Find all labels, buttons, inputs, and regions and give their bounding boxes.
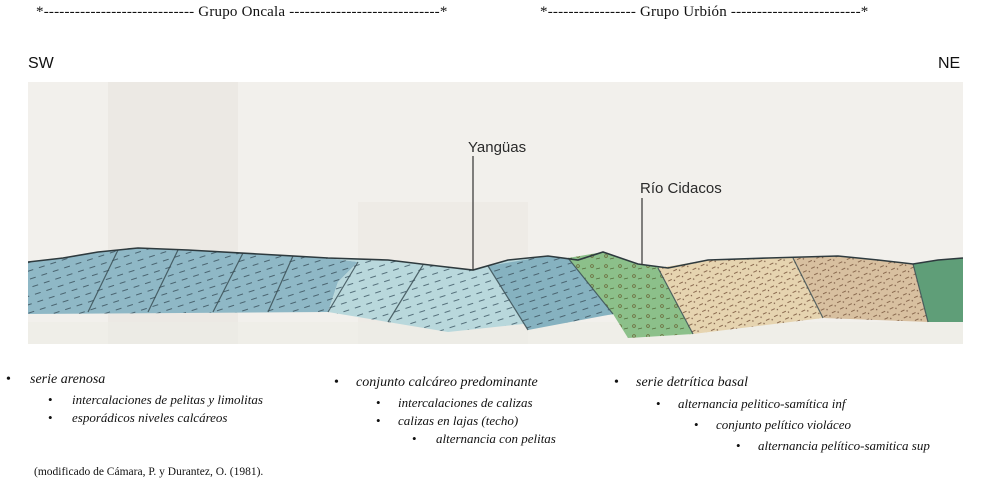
unit-conjunto-violaceo-texture	[793, 256, 928, 322]
orientation-ne: NE	[938, 55, 961, 72]
bullet: •	[6, 372, 11, 387]
legend-alternancia-pelitas: •alternancia con pelitas	[412, 431, 556, 446]
legend-serie-detritica: •serie detrítica basal	[614, 375, 748, 390]
bullet: •	[412, 431, 417, 446]
header-grupo-oncala: *----------------------------- Grupo Onc…	[36, 4, 448, 20]
label-rio-cidacos: Río Cidacos	[640, 180, 722, 197]
label-yanguas: Yangüas	[468, 139, 526, 156]
geological-cross-section: Yangüas Río Cidacos	[28, 82, 963, 344]
legend-conjunto-violaceo: •conjunto pelítico violáceo	[694, 417, 852, 432]
bullet: •	[334, 375, 339, 390]
legend-serie-arenosa: •serie arenosa	[6, 372, 106, 387]
bullet: •	[614, 375, 619, 390]
topographic-profile	[28, 247, 963, 271]
legend-alternancia-sup: •alternancia pelítico-samitica sup	[736, 438, 930, 453]
unit-alternancia-inf-texture	[658, 258, 823, 334]
header-grupo-urbion: *----------------- Grupo Urbión --------…	[540, 4, 869, 20]
bullet: •	[736, 438, 741, 453]
bullet: •	[656, 396, 661, 411]
bullet: •	[376, 395, 381, 410]
contact-lines	[87, 249, 929, 335]
legend-intercalaciones-calizas: •intercalaciones de calizas	[376, 395, 533, 410]
legend-esporadicos-calcareos: •esporádicos niveles calcáreos	[48, 410, 228, 425]
bullet: •	[48, 392, 53, 407]
legend-calizas-lajas: •calizas en lajas (techo)	[376, 413, 519, 428]
unit-serie-arenosa-texture	[28, 248, 358, 314]
bullet: •	[48, 410, 53, 425]
bullet: •	[376, 413, 381, 428]
orientation-sw: SW	[28, 55, 54, 72]
bullet: •	[694, 417, 699, 432]
legend-conjunto-calcareo: •conjunto calcáreo predominante	[334, 375, 538, 390]
legend-alternancia-inf: •alternancia pelitico-samítica inf	[656, 396, 846, 411]
unit-alternancia-sup	[913, 258, 963, 322]
legend-intercalaciones-pelitas: •intercalaciones de pelitas y limolitas	[48, 392, 263, 407]
source-citation: (modificado de Cámara, P. y Durantez, O.…	[34, 466, 264, 478]
